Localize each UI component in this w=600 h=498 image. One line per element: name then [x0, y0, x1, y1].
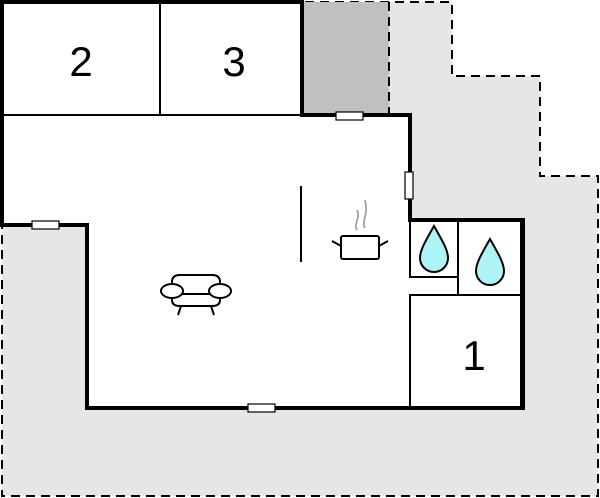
water-drop-icon — [418, 223, 506, 286]
covered-area — [302, 2, 389, 115]
interior — [2, 2, 523, 408]
cooking-pot-icon — [331, 199, 389, 260]
room-label-3: 3 — [222, 38, 245, 85]
window-icon — [31, 111, 414, 413]
sofa-icon — [160, 274, 232, 316]
room-label-2: 2 — [69, 38, 92, 85]
room-label-1: 1 — [462, 332, 485, 379]
